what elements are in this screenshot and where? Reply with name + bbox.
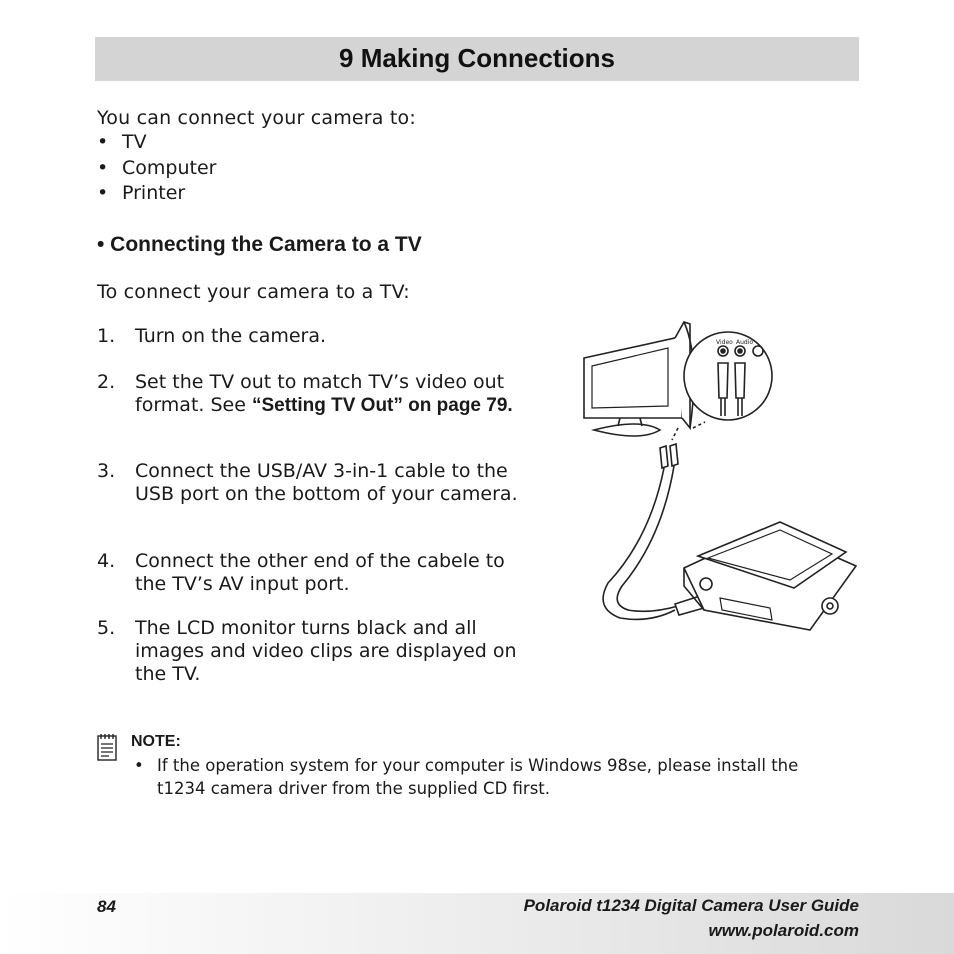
step-text: Connect the other end of the cabele to t…: [135, 550, 505, 595]
step-text: Turn on the camera.: [135, 325, 327, 347]
intro-text: You can connect your camera to:: [97, 107, 416, 129]
av-ports-zoom-icon: Video Audio: [683, 331, 773, 421]
page-number: 84: [97, 897, 116, 916]
list-item-label: TV: [122, 131, 147, 153]
audio-port-label: Audio: [736, 339, 753, 346]
step-text: The LCD monitor turns black and all imag…: [135, 617, 517, 685]
section-lead: To connect your camera to a TV:: [97, 281, 410, 303]
step-text-reference: “Setting TV Out” on page 79.: [251, 395, 513, 416]
guide-title: Polaroid t1234 Digital Camera User Guide: [523, 896, 859, 915]
list-item: •Computer: [97, 157, 217, 179]
tv-camera-connection-illustration: Video Audio: [583, 321, 858, 631]
step-number: 2.: [97, 371, 116, 393]
note-line-2: t1234 camera driver from the supplied CD…: [157, 779, 551, 798]
list-item-label: Printer: [122, 182, 186, 204]
notepad-icon: [97, 734, 117, 761]
step-text-plain: Set the TV out to match TV’s video out f…: [135, 371, 505, 416]
step-number: 5.: [97, 617, 116, 639]
list-item: •TV: [97, 131, 147, 153]
section-heading: • Connecting the Camera to a TV: [97, 233, 422, 256]
list-item-label: Computer: [122, 157, 217, 179]
note-label: NOTE:: [131, 733, 181, 750]
note-bullet: •: [134, 756, 144, 775]
note-line-1: If the operation system for your compute…: [157, 756, 799, 775]
video-port-label: Video: [716, 339, 733, 346]
step-number: 4.: [97, 550, 116, 572]
step-number: 1.: [97, 325, 116, 347]
website-url: www.polaroid.com: [708, 921, 860, 940]
footer-bar: [0, 893, 954, 954]
camera-icon: [682, 521, 858, 631]
chapter-header: 9 Making Connections: [95, 37, 859, 81]
step-text: Connect the USB/AV 3-in-1 cable to the U…: [135, 460, 518, 505]
step-number: 3.: [97, 460, 116, 482]
step-text: Set the TV out to match TV’s video out f…: [135, 371, 535, 417]
chapter-title: 9 Making Connections: [339, 43, 615, 73]
tv-monitor-icon: [583, 321, 695, 437]
list-item: •Printer: [97, 182, 186, 204]
